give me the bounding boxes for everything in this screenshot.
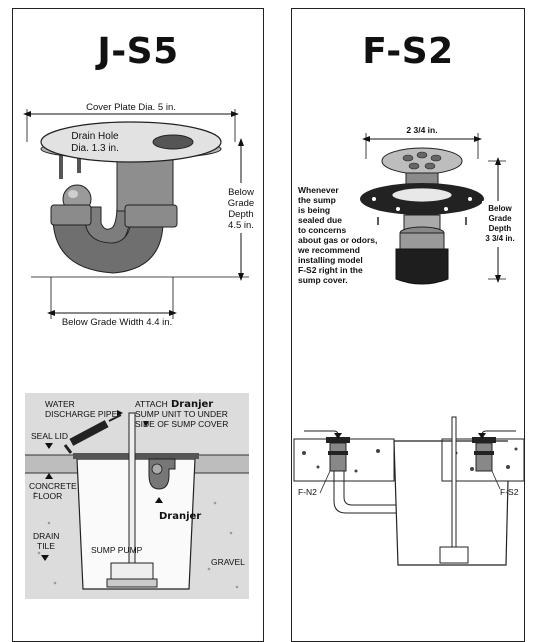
cover-plate-label: Cover Plate Dia. 5 in. (86, 102, 176, 113)
fn2-drain (326, 437, 350, 472)
note-line: we recommend (297, 245, 360, 255)
depth-label-1: Below (228, 187, 254, 198)
fs2-sump-basin (393, 440, 509, 566)
drain-tile-label-2: TILE (37, 541, 55, 551)
fs2-width-label: 2 3/4 in. (406, 125, 437, 135)
left-title: J-S5 (97, 31, 179, 72)
fs2-label: F-S2 (500, 487, 519, 497)
concrete-floor-label-2: FLOOR (33, 491, 62, 501)
sump-pump-label: SUMP PUMP (91, 545, 143, 555)
note-line: to concerns (298, 225, 346, 235)
drain-hole-label-2: Dia. 1.3 in. (71, 143, 119, 154)
right-title: F-S2 (362, 31, 454, 72)
dranjer-brand-label: Dranjer (171, 399, 213, 410)
note-line: sump cover. (298, 275, 348, 285)
caulk-gun-icon (63, 414, 122, 454)
fs2-depth-label-1: Below (488, 204, 512, 213)
js5-install-diagram: WATER DISCHARGE PIPE ATTACH Dranjer SUMP… (25, 393, 249, 599)
note-line: about gas or odors, (298, 235, 377, 245)
attach-label-2: SUMP UNIT TO UNDER (135, 409, 228, 419)
attach-label-3: SIDE OF SUMP COVER (135, 419, 228, 429)
drain-hole-label-1: Drain Hole (71, 131, 119, 142)
note-line: F-S2 right in the (298, 265, 363, 275)
fs2-drain (472, 437, 496, 472)
note-line: the sump (298, 195, 336, 205)
fs2-depth-label-2: Grade (488, 214, 512, 223)
gravel-label: GRAVEL (211, 557, 245, 567)
fn2-label: F-N2 (298, 487, 317, 497)
depth-label-3: Depth (228, 209, 253, 220)
width-label: Below Grade Width 4.4 in. (62, 317, 172, 328)
attach-label-1: ATTACH (135, 399, 168, 409)
depth-label-2: Grade (228, 198, 254, 209)
note-line: installing model (298, 255, 363, 265)
drain-hole (152, 134, 194, 150)
seal-lid-label: SEAL LID (31, 431, 68, 441)
drain-tile-label-1: DRAIN (33, 531, 59, 541)
note-line: is being (298, 205, 330, 215)
right-panel: F-S2 2 3/4 in. W (291, 8, 525, 642)
dranjer-logo: Dranjer (159, 511, 201, 522)
sump-pump (110, 562, 154, 582)
fs2-note: Whenever the sump is being sealed due to… (297, 185, 377, 285)
water-discharge-label-1: WATER (45, 399, 75, 409)
note-line: sealed due (298, 215, 342, 225)
fs2-depth-label-3: Depth (489, 224, 512, 233)
fs2-install-diagram: F-N2 F-S2 (293, 416, 525, 566)
fs2-depth-label-4: 3 3/4 in. (485, 234, 514, 243)
depth-label-4: 4.5 in. (228, 220, 254, 231)
water-discharge-label-2: DISCHARGE PIPE (45, 409, 118, 419)
note-line: Whenever (298, 185, 339, 195)
js5-drawing: Cover Plate Dia. 5 in. Drain Hole Dia. 1… (23, 102, 261, 328)
fs2-pump (439, 546, 469, 564)
left-panel: J-S5 Cover Plate Dia. 5 in. Drain Hole D… (12, 8, 264, 642)
concrete-floor-label-1: CONCRETE (29, 481, 77, 491)
fs2-drawing: 2 3/4 in. Whenever the sump is being sea… (297, 125, 520, 285)
